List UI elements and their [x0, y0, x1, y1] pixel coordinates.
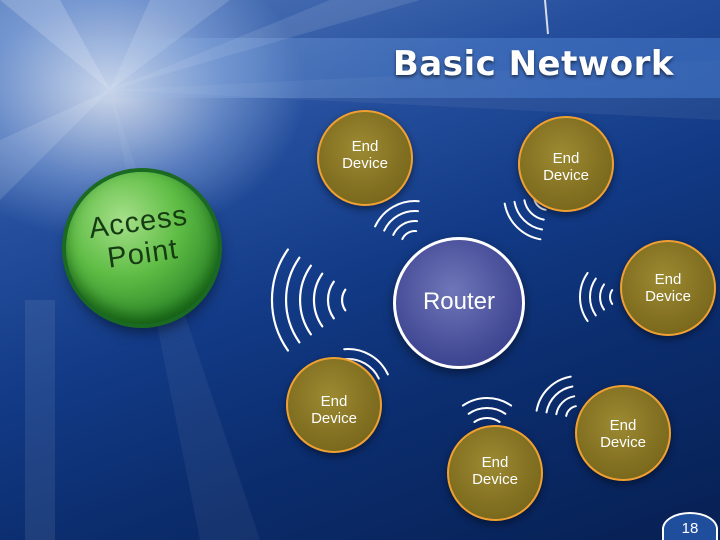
signal-arc — [374, 200, 420, 228]
end-device-2-line2: Device — [543, 167, 589, 184]
signal-arc — [589, 277, 597, 317]
end-device-5-line2: Device — [600, 434, 646, 451]
end-device-5-label: End Device — [577, 417, 669, 451]
signal-arc — [392, 220, 419, 236]
end-device-4-line1: End — [320, 393, 348, 410]
signal-arcs-right — [578, 271, 614, 323]
title-band — [0, 38, 720, 98]
signal-arc — [461, 396, 513, 407]
page-number-badge: 18 — [662, 512, 718, 540]
end-device-6-label: End Device — [449, 454, 541, 488]
signal-arc — [312, 272, 324, 328]
signal-arcs-left — [270, 248, 347, 352]
signal-arc — [555, 395, 576, 416]
signal-arc — [578, 271, 589, 323]
router-label: Router — [422, 288, 496, 315]
signal-arc — [599, 283, 605, 311]
router-node: Router — [393, 237, 525, 369]
signal-arc — [383, 210, 419, 232]
end-device-2: End Device — [518, 116, 614, 212]
end-device-5-line1: End — [609, 417, 637, 434]
end-device-3-line2: Device — [645, 288, 691, 305]
end-device-2-label: End Device — [520, 150, 612, 184]
slide-title: Basic Network — [392, 44, 674, 84]
end-device-1-label: End Device — [319, 138, 411, 172]
signal-arc — [565, 405, 577, 417]
end-device-3-label: End Device — [622, 271, 714, 305]
signal-arc — [535, 375, 572, 412]
signal-arc — [467, 407, 507, 415]
end-device-4: End Device — [286, 357, 382, 453]
end-device-4-label: End Device — [288, 393, 380, 427]
end-device-1: End Device — [317, 110, 413, 206]
signal-arc — [326, 280, 335, 320]
signal-arc — [473, 417, 501, 423]
end-device-2-line1: End — [552, 150, 580, 167]
signal-arcs-upper-left — [374, 200, 420, 241]
signal-arc — [545, 385, 574, 414]
signal-arc — [401, 230, 418, 241]
signal-arc — [270, 248, 289, 352]
end-device-3: End Device — [620, 240, 716, 336]
end-device-3-line1: End — [654, 271, 682, 288]
end-device-6: End Device — [447, 425, 543, 521]
end-device-6-line2: Device — [472, 471, 518, 488]
end-device-1-line1: End — [351, 138, 379, 155]
end-device-4-line2: Device — [311, 410, 357, 427]
end-device-6-line1: End — [481, 454, 509, 471]
signal-arc — [513, 200, 544, 231]
signal-arc — [523, 199, 545, 221]
signal-arc — [503, 202, 542, 241]
signal-arc — [343, 348, 389, 376]
signal-arcs-lower-right — [535, 375, 577, 417]
end-device-5: End Device — [575, 385, 671, 481]
signal-arc — [341, 288, 347, 312]
signal-arc — [285, 256, 301, 344]
end-device-1-line2: Device — [342, 155, 388, 172]
signal-arcs-upper-right — [503, 197, 547, 241]
signal-arc — [609, 289, 614, 305]
access-point-label: Access Point — [61, 196, 220, 281]
signal-arc — [298, 264, 312, 336]
